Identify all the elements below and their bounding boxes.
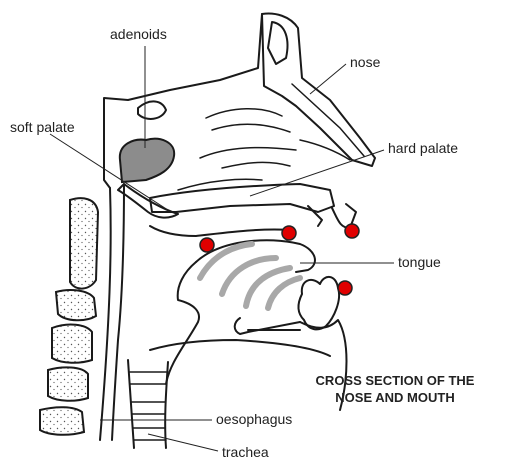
label-hard-palate: hard palate xyxy=(388,141,458,155)
label-nose: nose xyxy=(350,55,380,69)
marker-dot xyxy=(200,238,214,252)
label-soft-palate: soft palate xyxy=(10,120,75,134)
hard-palate-shape xyxy=(150,184,356,228)
label-oesophagus: oesophagus xyxy=(216,412,292,426)
label-tongue: tongue xyxy=(398,255,441,269)
marker-dot xyxy=(345,224,359,238)
pharynx-outline xyxy=(100,184,290,440)
tongue-shape xyxy=(166,240,315,384)
marker-dot xyxy=(338,281,352,295)
spine-vertebrae xyxy=(40,198,98,435)
label-trachea: trachea xyxy=(222,445,269,459)
adenoids-shape xyxy=(120,139,174,182)
diagram-caption: CROSS SECTION OF THE NOSE AND MOUTH xyxy=(290,372,500,406)
label-adenoids: adenoids xyxy=(110,27,167,41)
caption-line-1: CROSS SECTION OF THE xyxy=(290,372,500,389)
marker-dot xyxy=(282,226,296,240)
nose-outline xyxy=(262,14,375,166)
trachea-shape xyxy=(128,360,168,448)
caption-line-2: NOSE AND MOUTH xyxy=(290,389,500,406)
